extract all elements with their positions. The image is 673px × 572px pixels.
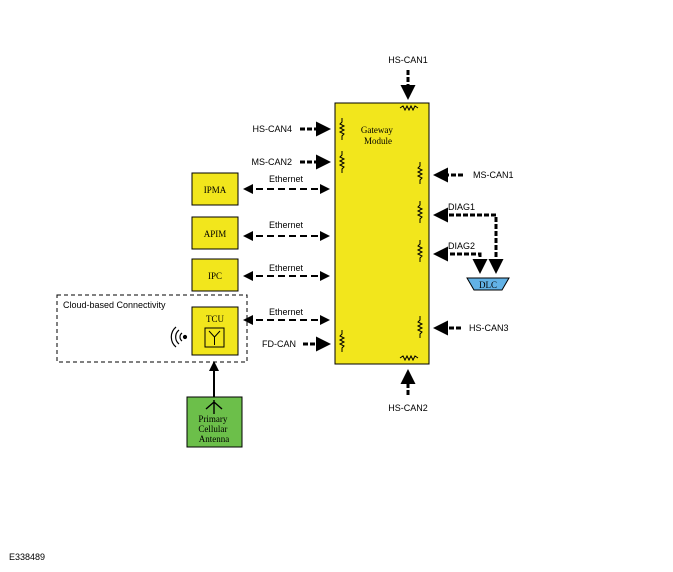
tcu-label: TCU [206, 314, 225, 324]
antenna-icon [205, 400, 223, 414]
cloud-connectivity-group [56, 294, 248, 363]
cloud-connectivity-label: Cloud-based Connectivity [63, 300, 166, 310]
ipc-label: IPC [208, 271, 222, 281]
ipma-ethernet-label: Ethernet [269, 174, 304, 184]
ms-can1-label: MS-CAN1 [473, 170, 514, 180]
ipma-label: IPMA [204, 185, 227, 195]
fd-can-label: FD-CAN [262, 339, 296, 349]
figure-id: E338489 [9, 552, 45, 562]
gateway-module-label: Gateway Module [361, 125, 395, 146]
ipc-module [191, 258, 239, 292]
hs-can1-label: HS-CAN1 [388, 55, 428, 65]
diag1-label: DIAG1 [448, 202, 475, 212]
diag1-connection [433, 207, 504, 274]
dlc-label: DLC [479, 280, 497, 290]
antenna-label: Primary Cellular Antenna [198, 414, 229, 444]
ipma-module [191, 172, 239, 206]
apim-label: APIM [204, 229, 227, 239]
diag2-label: DIAG2 [448, 241, 475, 251]
tcu-antenna-icon [204, 327, 225, 348]
ipc-ethernet-label: Ethernet [269, 263, 304, 273]
apim-module [191, 216, 239, 250]
tcu-ethernet-label: Ethernet [269, 307, 304, 317]
hs-can2-label: HS-CAN2 [388, 403, 428, 413]
wireless-signal-icon [170, 326, 188, 348]
ms-can2-label: MS-CAN2 [251, 157, 292, 167]
diag2-connection [433, 246, 488, 274]
gateway-module [334, 102, 430, 365]
dlc-connector [466, 277, 510, 291]
apim-ethernet-label: Ethernet [269, 220, 304, 230]
termination-resistor-icon [338, 104, 424, 362]
hs-can3-label: HS-CAN3 [469, 323, 509, 333]
hs-can4-label: HS-CAN4 [252, 124, 292, 134]
